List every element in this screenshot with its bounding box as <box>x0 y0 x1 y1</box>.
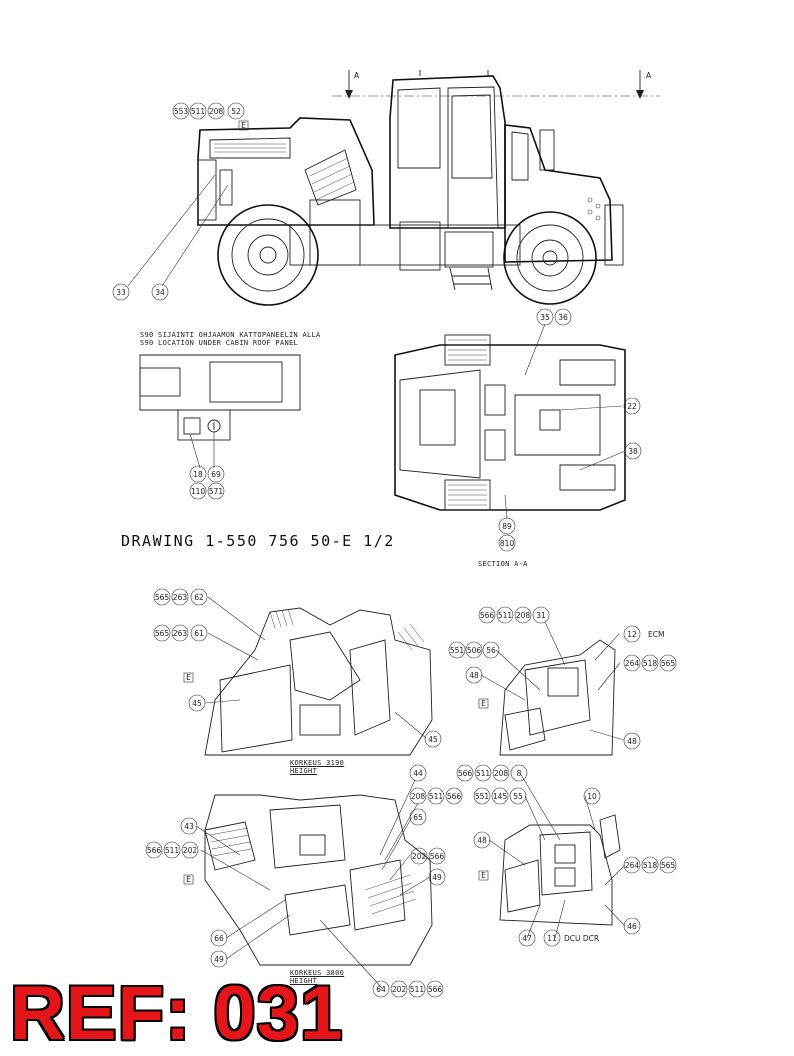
side-view-tractor <box>127 70 624 306</box>
callout-566-c: 566 <box>147 846 162 855</box>
callout-89: 89 <box>502 522 512 531</box>
callout-202-c: 202 <box>392 985 407 994</box>
side-view-callouts: 553 511 208 52 33 34 E <box>112 102 249 301</box>
detail-height-3190: 565 263 62 565 263 61 45 45 E <box>153 588 442 756</box>
e-mark-3800: E <box>186 875 191 884</box>
callout-69: 69 <box>211 470 221 479</box>
detail-ecm: 566 511 208 31 12 ECM 551 506 56 48 264 … <box>448 606 677 756</box>
detail-dcu-dcr: 566 511 208 8 551 145 55 10 48 264 518 5… <box>456 764 677 947</box>
callout-12: 12 <box>627 630 637 639</box>
callout-62: 62 <box>194 593 204 602</box>
section-a-a-view: 35 36 22 38 89 810 <box>394 308 642 552</box>
callout-56: 56 <box>486 646 496 655</box>
callout-44: 44 <box>413 769 423 778</box>
callout-511-e: 511 <box>476 769 491 778</box>
callout-571: 571 <box>209 487 224 496</box>
callout-566-d: 566 <box>430 852 445 861</box>
callout-43: 43 <box>184 822 194 831</box>
callout-553: 553 <box>174 107 189 116</box>
callout-202-a: 202 <box>183 846 198 855</box>
callout-45-b: 45 <box>428 735 438 744</box>
callout-49-a: 49 <box>432 873 442 882</box>
section-mark-right: A <box>646 71 652 80</box>
section-a-a-label: SECTION A-A <box>478 560 528 568</box>
callout-565-d: 565 <box>661 861 676 870</box>
dcu-dcr-label: DCU DCR <box>564 934 599 943</box>
cabin-roof-panel-detail: 18 69 110 571 <box>139 354 301 500</box>
callout-46: 46 <box>627 922 637 931</box>
callout-65: 65 <box>413 813 423 822</box>
callout-10: 10 <box>587 792 597 801</box>
callout-36: 36 <box>558 313 568 322</box>
callout-35: 35 <box>540 313 550 322</box>
callout-48-c: 48 <box>477 836 487 845</box>
e-mark-3190: E <box>186 673 191 682</box>
callout-565-a: 565 <box>155 593 170 602</box>
callout-511-b: 511 <box>429 792 444 801</box>
callout-66: 66 <box>214 934 224 943</box>
callout-38: 38 <box>628 447 638 456</box>
callout-8: 8 <box>517 769 522 778</box>
height-label-3190-en: HEIGHT <box>290 767 318 775</box>
callout-810: 810 <box>500 539 515 548</box>
panel-note-line-2: S90 LOCATION UNDER CABIN ROOF PANEL <box>140 339 299 347</box>
e-mark-dcu: E <box>481 871 486 880</box>
callout-47: 47 <box>522 934 532 943</box>
callout-64: 64 <box>376 985 386 994</box>
callout-52: 52 <box>231 107 241 116</box>
callout-31: 31 <box>536 611 546 620</box>
callout-565-b: 565 <box>155 629 170 638</box>
callout-61: 61 <box>194 629 204 638</box>
callout-518-a: 518 <box>643 659 658 668</box>
callout-34: 34 <box>155 288 165 297</box>
callout-566-f: 566 <box>458 769 473 778</box>
callout-18: 18 <box>193 470 203 479</box>
callout-45-a: 45 <box>192 699 202 708</box>
callout-506: 506 <box>467 646 482 655</box>
callout-55: 55 <box>513 792 523 801</box>
reference-label: REF: 031 <box>10 971 344 1056</box>
callout-11: 11 <box>547 934 557 943</box>
callout-565-c: 565 <box>661 659 676 668</box>
callout-208-c: 208 <box>494 769 509 778</box>
callout-208-b: 208 <box>411 792 426 801</box>
callout-566-e: 566 <box>428 985 443 994</box>
height-label-3190: KORKEUS 3190 <box>290 759 345 767</box>
callout-208: 208 <box>209 107 224 116</box>
callout-263-b: 263 <box>173 629 188 638</box>
callout-551-b: 551 <box>475 792 490 801</box>
callout-33: 33 <box>116 288 126 297</box>
callout-145: 145 <box>493 792 508 801</box>
callout-511-d: 511 <box>410 985 425 994</box>
section-mark-left: A <box>354 71 360 80</box>
callout-264-a: 264 <box>625 659 640 668</box>
callout-263-a: 263 <box>173 593 188 602</box>
callout-110: 110 <box>191 487 206 496</box>
callout-511: 511 <box>191 107 206 116</box>
callout-566-b: 566 <box>447 792 462 801</box>
callout-22: 22 <box>627 402 637 411</box>
callout-48-a: 48 <box>469 671 479 680</box>
height-label-3800-en: HEIGHT <box>290 977 318 985</box>
callout-264-b: 264 <box>625 861 640 870</box>
callout-518-b: 518 <box>643 861 658 870</box>
callout-202-b: 202 <box>412 852 427 861</box>
callout-49-b: 49 <box>214 955 224 964</box>
ecm-label: ECM <box>648 630 664 639</box>
height-label-3800: KORKEUS 3800 <box>290 969 345 977</box>
callout-511-c: 511 <box>165 846 180 855</box>
callout-48-b: 48 <box>627 737 637 746</box>
drawing-title: DRAWING 1-550 756 50-E 1/2 <box>121 532 395 550</box>
e-mark-ecm: E <box>481 699 486 708</box>
callout-208-a: 208 <box>516 611 531 620</box>
callout-551-a: 551 <box>450 646 465 655</box>
callout-511-a: 511 <box>498 611 513 620</box>
panel-note-line-1: S90 SIJAINTI OHJAAMON KATTOPANEELIN ALLA <box>140 331 321 339</box>
callout-566-a: 566 <box>480 611 495 620</box>
detail-height-3800: 44 208 511 566 65 43 566 511 202 202 566… <box>145 764 463 998</box>
section-line-a-a <box>332 70 660 99</box>
e-mark-side: E <box>241 121 246 130</box>
